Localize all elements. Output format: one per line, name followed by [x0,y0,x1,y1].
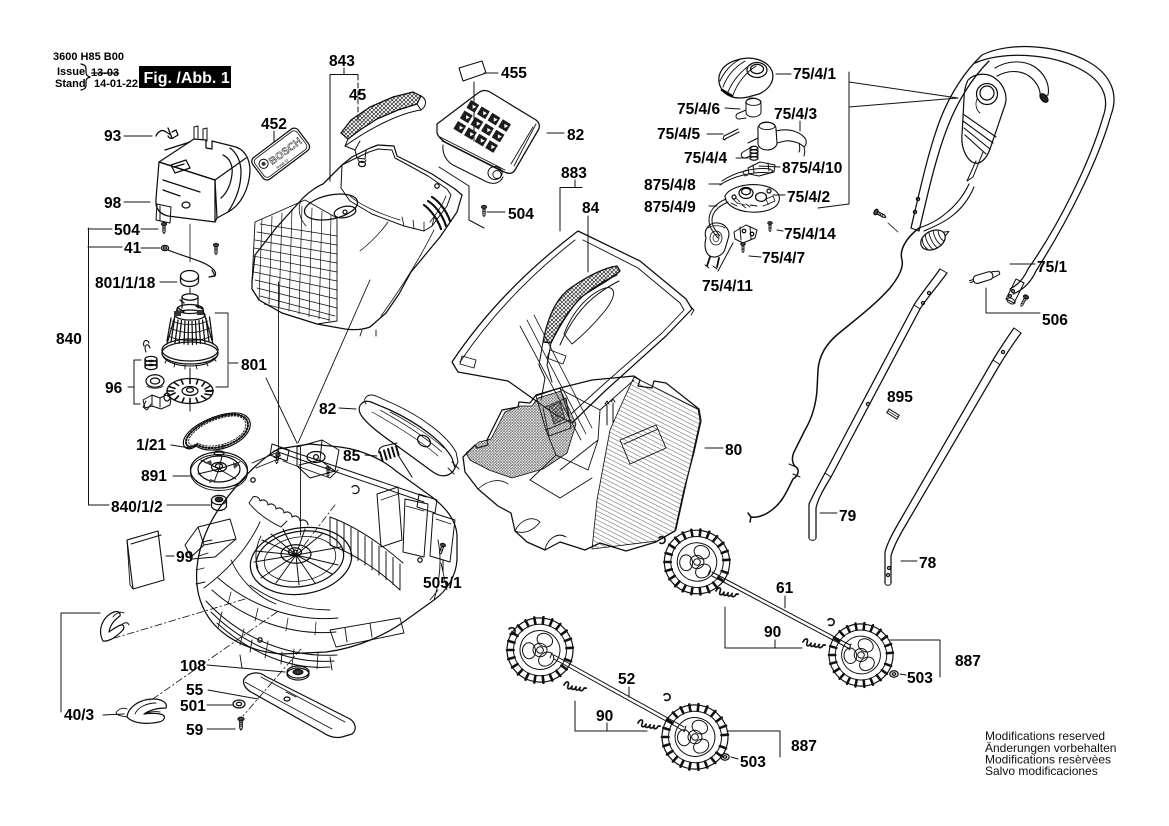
svg-text:843: 843 [329,53,355,70]
svg-text:452: 452 [261,116,287,133]
svg-text:79: 79 [839,508,857,525]
svg-text:90: 90 [764,624,781,641]
svg-text:Änderungen vorbehalten: Änderungen vorbehalten [985,741,1116,755]
svg-text:505/1: 505/1 [423,575,462,592]
svg-text:82: 82 [567,127,584,144]
svg-text:Stand: Stand [55,78,86,90]
svg-text:14-01-22: 14-01-22 [94,78,138,90]
svg-text:840/1/2: 840/1/2 [111,499,163,516]
svg-text:891: 891 [141,468,167,485]
svg-text:Modifications reserved: Modifications reserved [985,729,1105,743]
svg-text:875/4/9: 875/4/9 [644,199,696,216]
svg-text:887: 887 [791,738,817,755]
svg-text:1/21: 1/21 [136,437,167,454]
svg-text:84: 84 [582,200,600,217]
svg-text:75/4/3: 75/4/3 [774,106,817,123]
svg-text:80: 80 [725,442,742,459]
svg-text:75/4/5: 75/4/5 [657,126,700,143]
svg-text:78: 78 [919,555,937,572]
svg-text:801: 801 [241,357,267,374]
svg-text:13-03: 13-03 [91,67,119,79]
svg-text:Fig. /Abb. 1: Fig. /Abb. 1 [144,70,230,87]
svg-text:108: 108 [180,658,206,675]
svg-text:93: 93 [104,128,122,145]
svg-text:75/1: 75/1 [1037,259,1068,276]
svg-text:875/4/10: 875/4/10 [782,160,842,177]
svg-text:875/4/8: 875/4/8 [644,177,696,194]
svg-text:75/4/14: 75/4/14 [784,226,836,243]
svg-text:75/4/6: 75/4/6 [677,101,720,118]
svg-text:82: 82 [319,401,336,418]
svg-text:Rotak 32: Rotak 32 [276,158,290,170]
svg-text:887: 887 [955,653,981,670]
svg-text:75/4/11: 75/4/11 [702,278,753,295]
svg-text:503: 503 [740,754,766,771]
svg-text:96: 96 [105,380,123,397]
svg-text:55: 55 [186,682,204,699]
svg-text:75/4/1: 75/4/1 [793,66,836,83]
svg-text:40/3: 40/3 [64,707,95,724]
svg-text:501: 501 [180,698,206,715]
svg-text:52: 52 [618,671,635,688]
svg-text:75/4/7: 75/4/7 [762,250,805,267]
svg-text:3600 H85 B00: 3600 H85 B00 [53,51,124,63]
svg-text:85: 85 [343,448,361,465]
svg-text:41: 41 [124,240,142,257]
svg-text:883: 883 [561,165,587,182]
svg-text:504: 504 [114,222,140,239]
svg-text:75/4/4: 75/4/4 [684,150,727,167]
svg-text:59: 59 [186,722,204,739]
svg-text:90: 90 [596,708,613,725]
svg-text:61: 61 [776,580,794,597]
svg-text:98: 98 [104,195,122,212]
svg-text:Issue: Issue [57,66,85,78]
svg-text:503: 503 [907,670,933,687]
svg-text:840: 840 [56,331,82,348]
svg-text:895: 895 [887,389,913,406]
svg-text:455: 455 [501,65,527,82]
svg-text:801/1/18: 801/1/18 [95,275,156,292]
svg-text:Modifications resèrvèes: Modifications resèrvèes [985,753,1111,767]
svg-text:75/4/2: 75/4/2 [787,189,830,206]
svg-text:Salvo modificaciones: Salvo modificaciones [985,764,1098,778]
svg-text:504: 504 [508,206,534,223]
svg-text:506: 506 [1042,312,1068,329]
